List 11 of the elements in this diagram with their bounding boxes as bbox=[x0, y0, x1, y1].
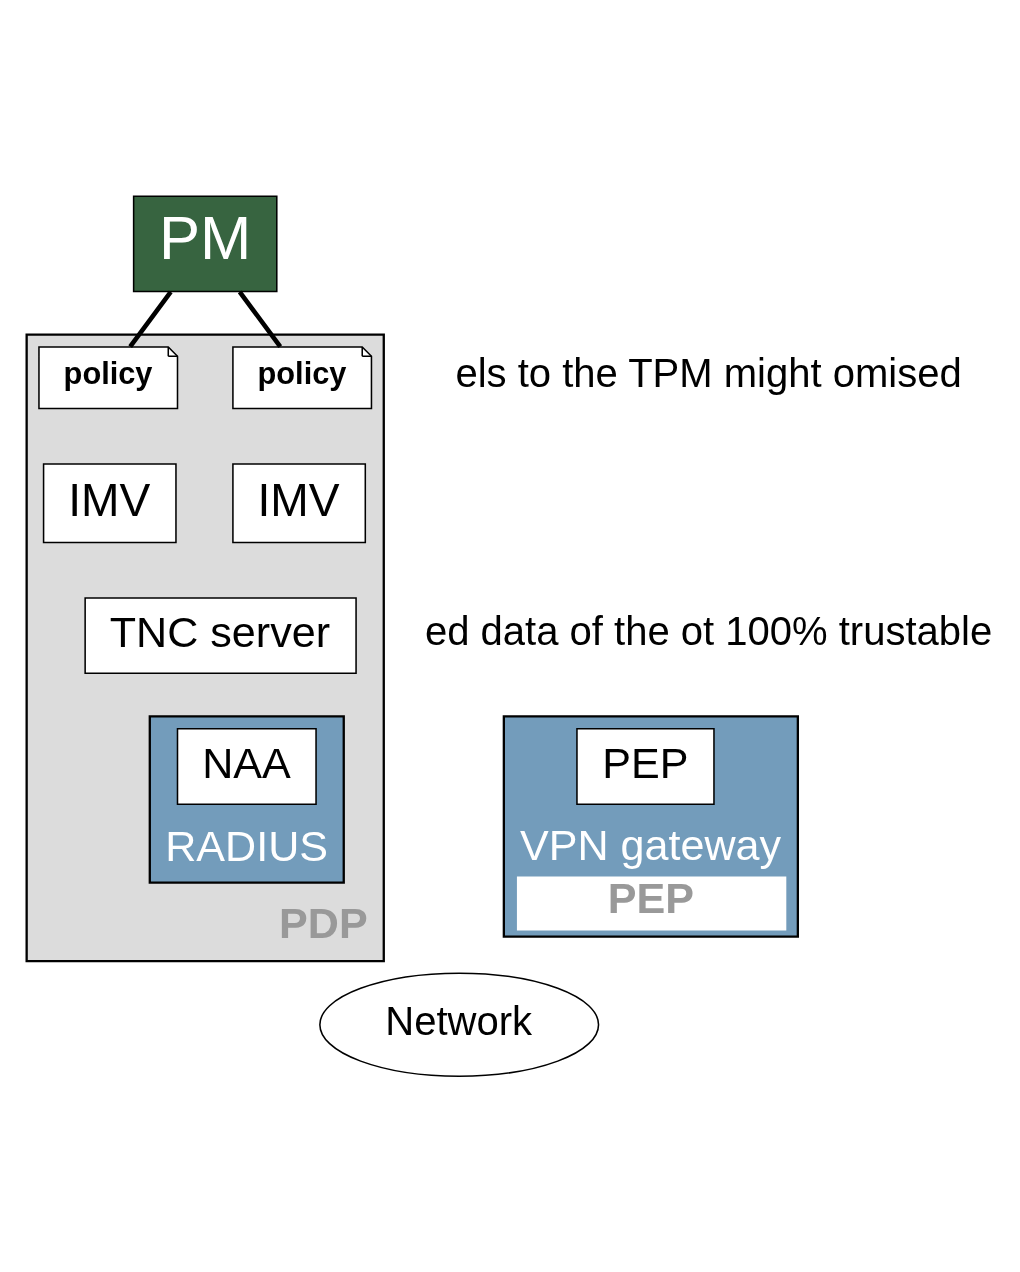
node-box: IMV bbox=[42, 463, 177, 544]
connector bbox=[237, 290, 283, 348]
label: els to the TPM might omised bbox=[455, 351, 962, 396]
node-box: TNC server bbox=[84, 597, 357, 675]
connector bbox=[128, 290, 173, 348]
node-ellipse: Network bbox=[319, 972, 600, 1077]
node-box: NAA bbox=[176, 728, 317, 805]
node-box: PEP bbox=[576, 728, 715, 805]
label: ed data of the ot 100% trustable bbox=[424, 609, 993, 654]
node-box: PM bbox=[132, 195, 278, 293]
node-box: IMV bbox=[232, 463, 367, 544]
